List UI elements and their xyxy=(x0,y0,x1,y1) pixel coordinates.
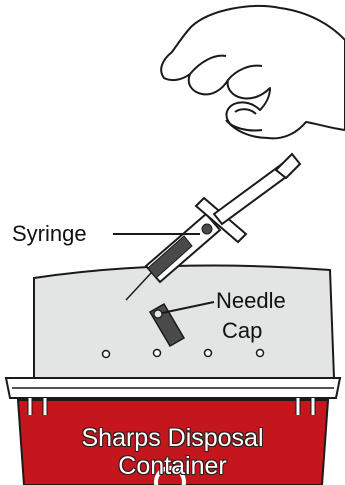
container-title-line1: Sharps Disposal xyxy=(0,424,345,452)
container-title-line2: Container xyxy=(0,452,345,480)
syringe-label: Syringe xyxy=(12,222,87,246)
container-lid xyxy=(34,266,334,379)
needle-cap-label-line2: Cap xyxy=(222,319,262,343)
hand-icon xyxy=(161,6,345,138)
needle-cap-label-line1: Needle xyxy=(216,289,286,313)
